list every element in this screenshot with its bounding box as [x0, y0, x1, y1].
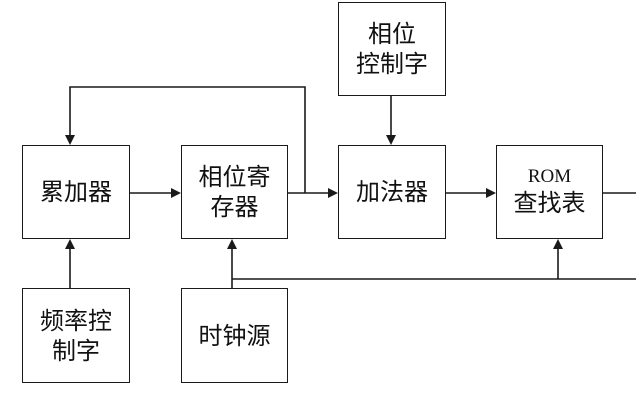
adder-label: 加法器	[356, 178, 428, 206]
arrowhead-adder-in	[328, 188, 338, 198]
lookup-table-label: 查找表	[513, 189, 586, 218]
rom-label: ROM	[527, 165, 572, 187]
frequency-control-word-line1: 频率控	[40, 306, 112, 335]
arrowhead-register-in	[171, 188, 181, 198]
accumulator-label: 累加器	[40, 178, 112, 206]
arrowhead-accumulator-feedback	[65, 135, 75, 145]
phase-register-block: 相位寄 存器	[181, 145, 288, 239]
frequency-control-word-block: 频率控 制字	[22, 288, 130, 383]
clock-source-block: 时钟源	[181, 288, 288, 383]
frequency-control-word-line2: 制字	[52, 336, 100, 365]
phase-register-line1: 相位寄	[198, 163, 271, 191]
edge-feedback-loop	[69, 86, 306, 193]
arrowhead-adder-top	[386, 135, 396, 145]
clock-source-label: 时钟源	[198, 321, 271, 350]
phase-register-line2: 存器	[210, 193, 259, 221]
accumulator-block: 累加器	[22, 145, 130, 239]
rom-lookup-table-block: ROM 查找表	[496, 145, 603, 239]
arrowhead-register-bottom	[227, 239, 237, 249]
phase-control-word-line1: 相位	[368, 20, 416, 48]
phase-control-word-block: 相位 控制字	[338, 2, 446, 96]
arrowhead-rom-bottom	[553, 239, 563, 249]
phase-control-word-line2: 控制字	[356, 50, 428, 78]
arrowhead-accumulator-bottom	[65, 239, 75, 249]
arrowhead-rom-in	[486, 188, 496, 198]
adder-block: 加法器	[338, 145, 446, 239]
